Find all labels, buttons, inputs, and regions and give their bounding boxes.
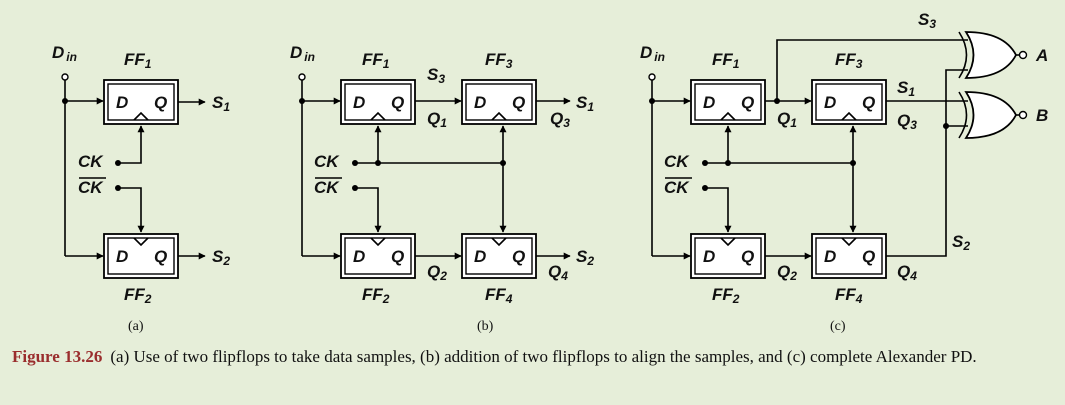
caption-text: (a) Use of two flipflops to take data sa… (110, 347, 977, 366)
svg-text:S2: S2 (576, 247, 594, 268)
svg-text:D: D (474, 247, 486, 266)
xor-gate-b: B (958, 91, 1048, 139)
ff2-label: FF2 (124, 285, 152, 306)
svg-text:D: D (116, 247, 128, 266)
svg-text:FF3: FF3 (835, 50, 863, 71)
svg-text:D: D (703, 93, 715, 112)
svg-text:Q: Q (741, 93, 754, 112)
svg-text:S2: S2 (952, 232, 970, 253)
xor-gate-a: A (958, 31, 1048, 79)
svg-text:A: A (1035, 46, 1048, 65)
svg-text:D: D (353, 93, 365, 112)
svg-text:FF4: FF4 (485, 285, 513, 306)
svg-text:D: D (353, 247, 365, 266)
svg-text:FF1: FF1 (712, 50, 740, 71)
svg-text:Q: Q (862, 93, 875, 112)
panel-b-label: (b) (477, 319, 494, 334)
svg-text:Q4: Q4 (897, 262, 917, 283)
svg-text:FF3: FF3 (485, 50, 513, 71)
ff1-label: FF1 (124, 50, 152, 71)
svg-text:D: D (824, 93, 836, 112)
din-terminal (298, 73, 306, 81)
svg-text:Q: Q (512, 247, 525, 266)
svg-text:Q4: Q4 (548, 262, 568, 283)
ckb-label: CK (78, 178, 104, 197)
svg-text:D: D (474, 93, 486, 112)
svg-text:FF2: FF2 (712, 285, 740, 306)
svg-text:B: B (1036, 106, 1048, 125)
ff2-b: D Q (340, 233, 416, 279)
svg-text:CK: CK (664, 152, 690, 171)
svg-text:Q: Q (512, 93, 525, 112)
svg-text:Q: Q (391, 93, 404, 112)
svg-text:FF4: FF4 (835, 285, 863, 306)
svg-text:Q3: Q3 (550, 109, 570, 130)
svg-text:S1: S1 (576, 93, 594, 114)
svg-text:Q: Q (741, 247, 754, 266)
ff1-c: D Q (690, 79, 766, 125)
ff3-c: D Q (811, 79, 887, 125)
svg-text:D: D (116, 93, 128, 112)
svg-text:CK: CK (664, 178, 690, 197)
svg-text:Din: Din (640, 43, 665, 64)
svg-text:FF2: FF2 (362, 285, 390, 306)
svg-text:Q: Q (154, 247, 167, 266)
ff2-a: D Q (103, 233, 179, 279)
din-terminal (61, 73, 69, 81)
svg-text:S1: S1 (897, 78, 915, 99)
figure-number: Figure 13.26 (12, 347, 103, 366)
panel-a-label: (a) (128, 319, 144, 334)
ck-label: CK (78, 152, 104, 171)
figure-caption: Figure 13.26 (a) Use of two flipflops to … (12, 346, 1057, 368)
s2-label: S2 (212, 247, 230, 268)
ff3-b: D Q (461, 79, 537, 125)
svg-text:Q2: Q2 (777, 262, 797, 283)
s1-label: S1 (212, 93, 230, 114)
svg-text:S3: S3 (918, 10, 936, 31)
svg-text:Q: Q (862, 247, 875, 266)
ff1-a: D Q (103, 79, 179, 125)
ff1-b: D Q (340, 79, 416, 125)
ff4-b: D Q (461, 233, 537, 279)
ff4-c: D Q (811, 233, 887, 279)
svg-text:FF1: FF1 (362, 50, 390, 71)
q1-label: Q1 (427, 109, 447, 130)
svg-text:D: D (824, 247, 836, 266)
svg-text:Q: Q (391, 247, 404, 266)
svg-text:CK: CK (314, 178, 340, 197)
svg-text:Q: Q (154, 93, 167, 112)
svg-text:Q3: Q3 (897, 111, 917, 132)
svg-text:Q1: Q1 (777, 109, 797, 130)
panel-c-label: (c) (830, 319, 846, 334)
svg-text:D: D (703, 247, 715, 266)
svg-text:CK: CK (314, 152, 340, 171)
s3-label: S3 (427, 65, 445, 86)
svg-text:Q2: Q2 (427, 262, 447, 283)
ff2-c: D Q (690, 233, 766, 279)
